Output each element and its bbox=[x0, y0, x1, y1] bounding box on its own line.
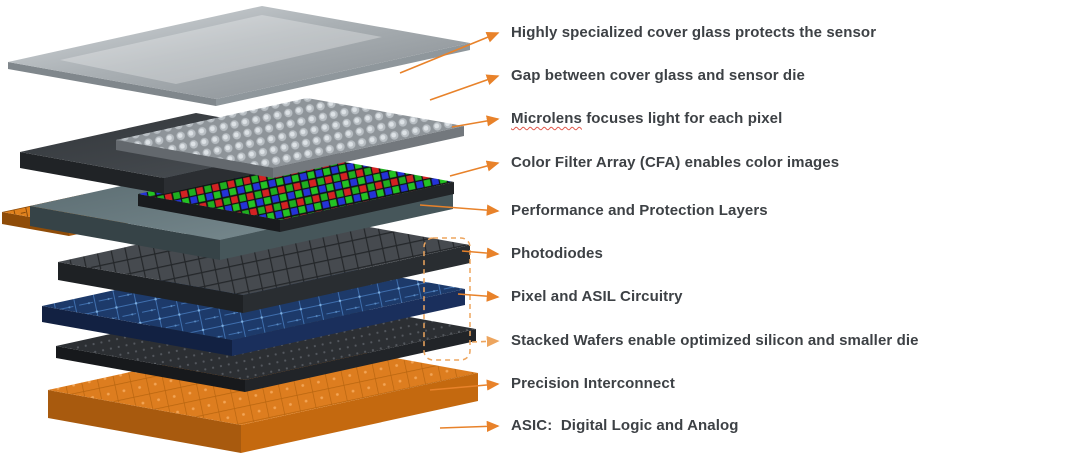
microlens-array-layer bbox=[116, 98, 464, 178]
arrow-pixel-circuitry bbox=[457, 290, 500, 302]
arrow-protection bbox=[419, 204, 500, 216]
arrow-gap bbox=[429, 74, 500, 101]
color-filter-array-layer bbox=[138, 156, 454, 232]
arrow-microlens bbox=[451, 115, 500, 128]
cover-glass-layer bbox=[8, 6, 470, 106]
arrow-cfa bbox=[449, 160, 500, 177]
arrow-interconnect bbox=[429, 379, 500, 391]
photodiode-layer bbox=[58, 212, 470, 313]
arrow-photodiodes bbox=[461, 247, 500, 259]
arrow-cover-glass bbox=[399, 32, 500, 74]
arrow-asic bbox=[439, 420, 500, 432]
stacked-wafers-bracket bbox=[423, 237, 471, 361]
arrow-stacked-wafers bbox=[471, 335, 500, 348]
leader-arrows bbox=[399, 32, 500, 432]
